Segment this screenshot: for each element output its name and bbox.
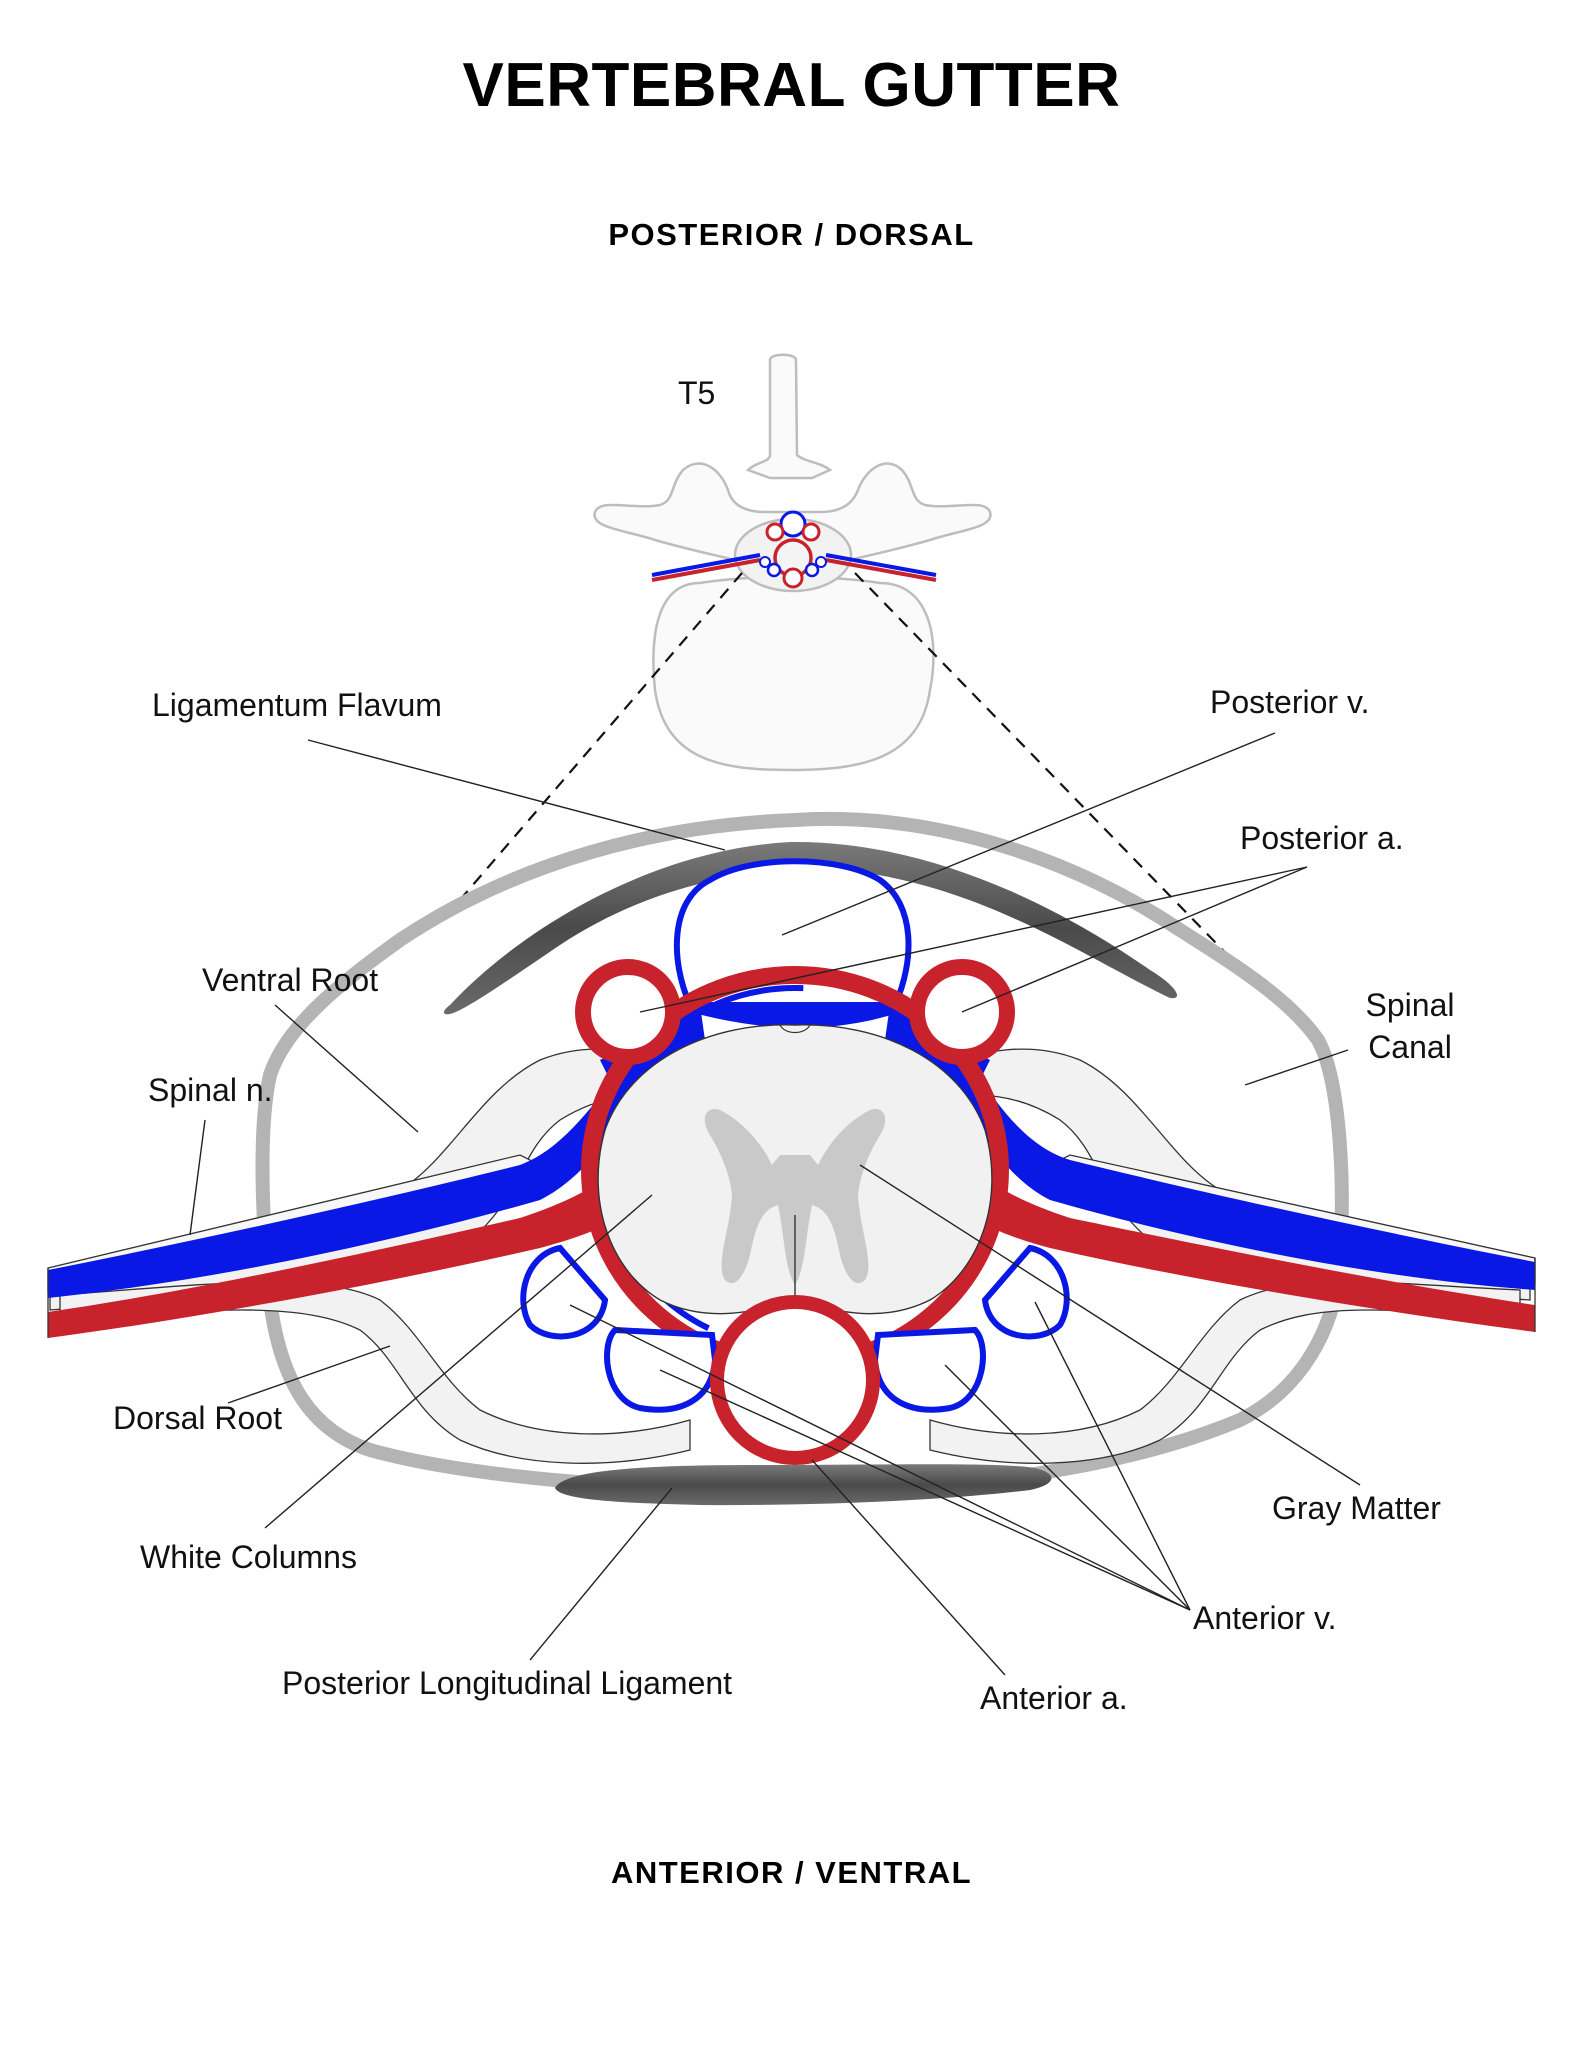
label-posterior-artery: Posterior a. — [1240, 820, 1404, 856]
spinal-cord — [597, 1024, 993, 1315]
label-white-columns: White Columns — [140, 1539, 357, 1575]
label-dorsal-root: Dorsal Root — [113, 1400, 282, 1436]
vertebra-level-label: T5 — [678, 375, 716, 411]
label-ventral-root: Ventral Root — [202, 962, 379, 998]
spinous-process — [745, 353, 833, 480]
posterior-longitudinal-ligament — [555, 1464, 1052, 1506]
posterior-orientation-label: POSTERIOR / DORSAL — [608, 217, 975, 252]
label-spinal-canal: Spinal Canal — [1350, 985, 1470, 1068]
anterior-vein-far-right — [981, 1244, 1070, 1340]
right-radicular-vein — [955, 1070, 1535, 1290]
label-spinal-nerve: Spinal n. — [148, 1072, 273, 1108]
label-anterior-vein: Anterior v. — [1193, 1600, 1337, 1636]
label-spinal-canal-line2: Canal — [1368, 1028, 1452, 1065]
label-posterior-longitudinal-ligament: Posterior Longitudinal Ligament — [282, 1665, 733, 1701]
right-spinal-nerve — [955, 1070, 1536, 1332]
posterior-artery-left — [575, 959, 681, 1065]
anterior-artery — [710, 1295, 880, 1465]
label-posterior-vein: Posterior v. — [1210, 684, 1370, 720]
left-spinal-nerve — [47, 1070, 640, 1338]
leader-lines — [189, 732, 1361, 1676]
label-spinal-canal-line1: Spinal — [1365, 987, 1455, 1023]
anterior-orientation-label: ANTERIOR / VENTRAL — [610, 1855, 973, 1890]
ligamentum-flavum — [443, 841, 1178, 1015]
right-radicular-artery — [967, 1175, 1535, 1332]
posterior-vein — [673, 858, 912, 1008]
label-gray-matter: Gray Matter — [1272, 1490, 1441, 1526]
vertebral-body — [652, 575, 935, 772]
anterior-veins — [520, 1244, 1070, 1413]
label-anterior-artery: Anterior a. — [980, 1680, 1128, 1716]
anterior-vein-far-left — [520, 1244, 609, 1340]
left-radicular-artery — [48, 1175, 625, 1338]
gray-matter — [704, 1109, 886, 1285]
label-ligamentum-flavum: Ligamentum Flavum — [152, 687, 442, 723]
diagram-title: VERTEBRAL GUTTER — [462, 51, 1121, 120]
inset-vessels — [651, 510, 937, 589]
left-radicular-vein — [48, 1070, 640, 1298]
anterior-vein-right — [871, 1326, 986, 1413]
